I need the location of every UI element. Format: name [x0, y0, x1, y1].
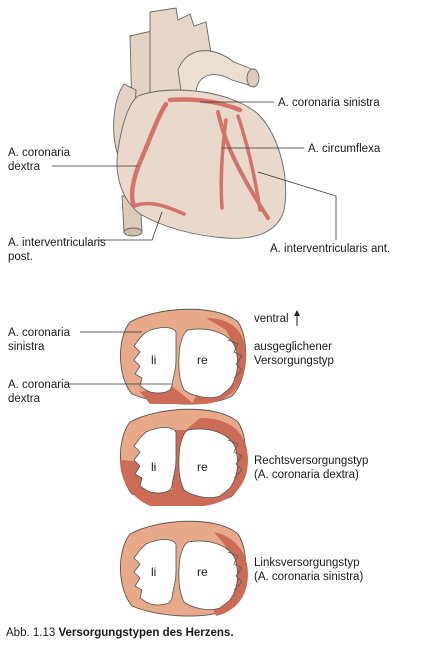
legend-dextra-line2: dextra [8, 393, 40, 405]
section2-left-ventricle-label: li [151, 460, 157, 474]
section1-right-ventricle-label: re [197, 353, 208, 367]
label-interventricularis-post-line2: post. [8, 251, 33, 263]
legend-sinistra-line1: A. coronaria [8, 327, 71, 339]
heart-figure [52, 7, 337, 617]
type-right-dominant: Rechtsversorgungstyp (A. coronaria dextr… [254, 454, 368, 482]
label-coronaria-sinistra: A. coronaria sinistra [278, 97, 380, 109]
label-interventricularis-post: A. interventricularis post. [8, 236, 106, 264]
type-right-line2: (A. coronaria dextra) [254, 469, 359, 481]
orientation-label: ventral [254, 313, 289, 325]
legend-coronaria-dextra: A. coronaria dextra [8, 378, 70, 406]
section2-right-ventricle-label: re [197, 460, 208, 474]
label-interventricularis-post-line1: A. interventricularis [8, 237, 106, 249]
heart-illustration [113, 7, 287, 239]
section-right-dominant [120, 408, 248, 506]
section3-right-ventricle-label: re [197, 565, 208, 579]
section3-left-ventricle-label: li [151, 565, 157, 579]
section-balanced [120, 308, 247, 405]
label-interventricularis-ant: A. interventricularis ant. [270, 243, 391, 255]
caption-title: Versorgungstypen des Herzens. [58, 627, 234, 639]
legend-coronaria-sinistra: A. coronaria sinistra [8, 326, 70, 354]
type-left-dominant: Linksversorgungstyp (A. coronaria sinist… [254, 556, 363, 584]
label-coronaria-dextra: A. coronaria dextra [8, 146, 70, 174]
label-coronaria-dextra-line1: A. coronaria [8, 147, 71, 159]
type-left-line2: (A. coronaria sinistra) [254, 571, 364, 583]
section-left-dominant [120, 520, 248, 617]
section1-left-ventricle-label: li [151, 353, 157, 367]
type-right-line1: Rechtsversorgungstyp [254, 455, 369, 467]
coronary-arteries [129, 97, 270, 220]
heart-leader-lines [52, 101, 337, 241]
figure-caption: Abb. 1.13 Versorgungstypen des Herzens. [6, 626, 234, 640]
label-circumflexa: A. circumflexa [308, 143, 381, 155]
legend-sinistra-line2: sinistra [8, 341, 45, 353]
type-balanced: ausgeglichener Versorgungstyp [254, 340, 334, 368]
label-coronaria-dextra-line2: dextra [8, 161, 40, 173]
ventral-arrow-icon [294, 310, 300, 326]
type-left-line1: Linksversorgungstyp [254, 557, 360, 569]
legend-dextra-line1: A. coronaria [8, 379, 71, 391]
caption-number: Abb. 1.13 [6, 627, 59, 639]
type-balanced-line2: Versorgungstyp [254, 355, 334, 367]
section-leader-lines [66, 331, 172, 385]
type-balanced-line1: ausgeglichener [254, 341, 333, 353]
